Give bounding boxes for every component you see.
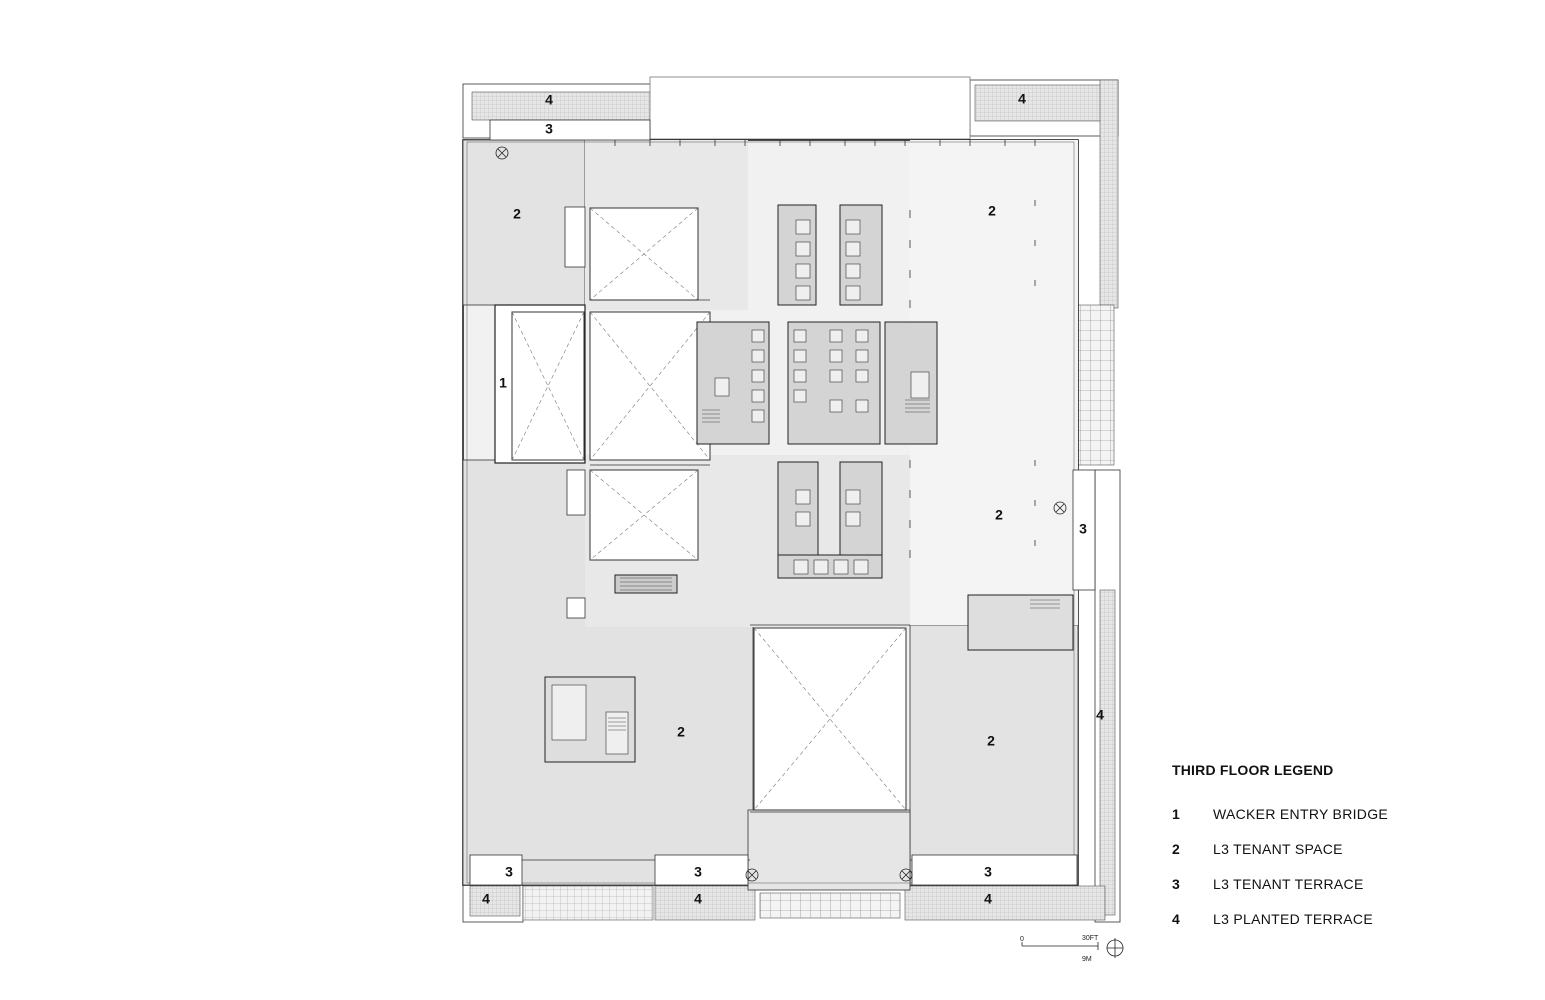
legend-item: 3 L3 TENANT TERRACE	[1172, 866, 1472, 901]
legend-item: 1 WACKER ENTRY BRIDGE	[1172, 796, 1472, 831]
scale-bar-metric: 9M	[1082, 956, 1092, 963]
legend-item-label: L3 TENANT SPACE	[1213, 840, 1343, 857]
planter-symbols	[495, 146, 1067, 882]
legend-item: 2 L3 TENANT SPACE	[1172, 831, 1472, 866]
building-core	[544, 204, 1074, 763]
legend-item-number: 2	[1172, 840, 1180, 857]
area-label-planted-nw: 4	[545, 92, 553, 108]
legend-item-label: L3 PLANTED TERRACE	[1213, 910, 1373, 927]
north-arrow-icon	[1106, 938, 1124, 958]
legend-item: 4 L3 PLANTED TERRACE	[1172, 901, 1472, 936]
legend-item-number: 4	[1172, 910, 1180, 927]
area-label-planted-ne: 4	[1018, 91, 1026, 107]
legend: THIRD FLOOR LEGEND 1 WACKER ENTRY BRIDGE…	[1172, 762, 1472, 936]
legend-item-label: L3 TENANT TERRACE	[1213, 875, 1364, 892]
area-label-tenant-ne: 2	[988, 203, 996, 219]
area-label-tenant-sw: 2	[677, 724, 685, 740]
area-labels: 1 2 2 2 2 2 3 3 3 3 3 4 4 4 4 4 4	[482, 91, 1104, 907]
area-label-planted-sw-b: 4	[694, 891, 702, 907]
area-label-terrace-e: 3	[1079, 521, 1087, 537]
area-label-planted-sw-a: 4	[482, 891, 490, 907]
area-label-terrace-se: 3	[984, 864, 992, 880]
elevator-cabs	[551, 219, 930, 755]
area-label-terrace-sw-a: 3	[505, 864, 513, 880]
area-label-tenant-e: 2	[995, 507, 1003, 523]
area-label-bridge-west: 1	[499, 375, 507, 391]
scale-bar-zero: 0	[1020, 936, 1024, 943]
column-marks	[470, 140, 1075, 861]
legend-item-number: 1	[1172, 805, 1180, 822]
terrace-railings	[469, 119, 1096, 886]
area-label-planted-se: 4	[984, 891, 992, 907]
area-label-tenant-nw: 2	[513, 206, 521, 222]
north-void	[649, 76, 971, 140]
planted-terraces	[462, 79, 1121, 923]
legend-title: THIRD FLOOR LEGEND	[1172, 762, 1334, 778]
void-diagonals	[511, 207, 907, 811]
area-label-terrace-nw: 3	[545, 121, 553, 137]
legend-item-label: WACKER ENTRY BRIDGE	[1213, 805, 1389, 822]
stair-hatching	[608, 399, 1060, 731]
area-label-tenant-se: 2	[987, 733, 995, 749]
scale-bar-imperial: 30FT	[1082, 935, 1099, 942]
scale-bar: 0 30FT 9M	[1020, 935, 1099, 963]
legend-item-number: 3	[1172, 875, 1180, 892]
area-label-planted-e: 4	[1096, 707, 1104, 723]
area-label-terrace-sw-b: 3	[694, 864, 702, 880]
